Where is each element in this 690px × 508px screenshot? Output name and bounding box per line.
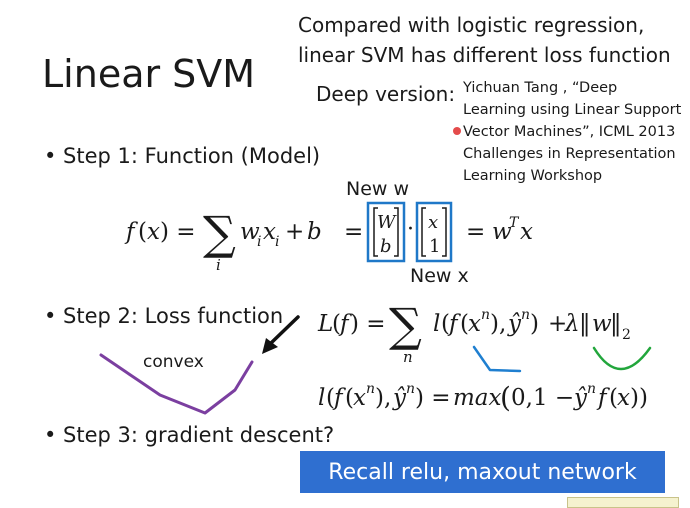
svg-text:(: ( [460, 311, 469, 337]
svg-text:f: f [447, 311, 461, 337]
new-w-box [366, 201, 406, 263]
svg-text:x: x [520, 219, 533, 245]
svg-text:x: x [428, 212, 438, 233]
svg-text:l: l [433, 311, 440, 337]
hinge-underline-mark [472, 345, 522, 373]
svg-text:(: ( [441, 311, 450, 337]
svg-text:(: ( [500, 381, 511, 414]
svg-text:i: i [216, 256, 221, 274]
svg-text:) =: ) = [415, 385, 451, 411]
svg-text:): ) [530, 311, 539, 337]
svg-text:) =: ) = [350, 311, 386, 337]
svg-text:),: ), [490, 311, 506, 337]
svg-text:‖: ‖ [610, 311, 622, 337]
svg-text:W: W [377, 212, 397, 233]
svg-text:ŷ: ŷ [507, 311, 522, 337]
svg-text:x: x [353, 385, 366, 411]
svg-text:i: i [275, 234, 279, 250]
reference-line: Yichuan Tang , “Deep [463, 80, 618, 96]
svg-text:f: f [332, 385, 346, 411]
corner-sticky-note [567, 497, 679, 508]
reference-line: Learning Workshop [463, 168, 603, 184]
svg-text:x: x [468, 311, 481, 337]
svg-text:l: l [318, 385, 325, 411]
vector-w-b: W b [366, 201, 406, 263]
svg-text:w: w [240, 219, 260, 245]
svg-text:x: x [263, 219, 276, 245]
model-formula: f ( x ) = ∑ i w i x i + b = [124, 206, 363, 274]
svg-text:f: f [124, 219, 138, 245]
svg-text:0,1 −: 0,1 − [511, 385, 574, 411]
svg-text:=: = [344, 219, 363, 245]
svg-text:f: f [596, 385, 610, 411]
svg-text:n: n [481, 307, 490, 323]
svg-text:T: T [509, 215, 520, 231]
regularizer-underline-mark [592, 346, 652, 371]
arrow-icon [262, 315, 300, 354]
convex-label: convex [143, 352, 204, 372]
svg-text:∑: ∑ [389, 298, 422, 352]
svg-text:w: w [592, 311, 612, 337]
svg-text:+: + [548, 311, 567, 337]
slide-title: Linear SVM [42, 52, 256, 96]
new-x-box [415, 201, 453, 263]
step-2-text: • Step 2: Loss function [44, 304, 284, 328]
svg-text:(: ( [326, 385, 335, 411]
svg-text:ŷ: ŷ [392, 385, 407, 411]
svg-text:w: w [492, 219, 512, 245]
reference-citation: Yichuan Tang , “Deep Learning using Line… [463, 77, 681, 187]
deep-version-label: Deep version: [316, 82, 456, 106]
svg-text:),: ), [375, 385, 391, 411]
svg-text:+: + [285, 219, 304, 245]
svg-text:=: = [466, 219, 485, 245]
svg-text:(: ( [609, 385, 618, 411]
svg-text:b: b [380, 236, 392, 257]
svg-text:ŷ: ŷ [573, 385, 588, 411]
svg-text:(: ( [332, 311, 341, 337]
recall-relu-maxout-banner: Recall relu, maxout network [300, 451, 665, 493]
svg-text:∑: ∑ [203, 206, 236, 260]
svg-text:n: n [403, 348, 413, 366]
step-3-text: • Step 3: gradient descent? [44, 423, 335, 447]
svg-text:(: ( [138, 219, 147, 245]
comparison-note: Compared with logistic regression, linea… [298, 10, 671, 70]
svg-text:b: b [307, 219, 322, 245]
svg-text:‖: ‖ [579, 311, 591, 337]
new-x-label: New x [410, 265, 469, 287]
reference-line: Vector Machines”, ICML 2013 [463, 124, 676, 140]
vector-x-1: x 1 [415, 201, 453, 263]
new-w-label: New w [346, 178, 410, 200]
svg-text:n: n [587, 381, 596, 397]
laser-pointer-dot [453, 127, 461, 135]
svg-text:n: n [521, 307, 530, 323]
svg-text:x: x [617, 385, 630, 411]
svg-text:L: L [317, 311, 333, 337]
convex-curve [99, 353, 254, 415]
svg-text:)): )) [630, 385, 648, 411]
svg-text:n: n [366, 381, 375, 397]
svg-text:f: f [338, 311, 352, 337]
reference-line: Learning using Linear Support [463, 102, 682, 118]
svg-text:max: max [453, 385, 502, 411]
comparison-line-1: Compared with logistic regression, [298, 13, 645, 37]
comparison-line-2: linear SVM has different loss function [298, 43, 671, 67]
svg-text:(: ( [345, 385, 354, 411]
svg-text:·: · [407, 217, 414, 242]
svg-text:1: 1 [429, 236, 440, 257]
hinge-loss-formula: l ( f ( x n ), ŷ n ) = max ( 0,1 − ŷ n f… [318, 381, 648, 414]
svg-text:2: 2 [622, 327, 631, 343]
svg-text:x: x [147, 219, 160, 245]
reference-line: Challenges in Representation [463, 146, 676, 162]
loss-formula: L ( f ) = ∑ n l ( f ( x n ), ŷ n ) + λ ‖… [317, 298, 631, 366]
svg-text:λ: λ [564, 311, 580, 337]
svg-text:n: n [406, 381, 415, 397]
svg-text:) =: ) = [160, 219, 196, 245]
svg-text:i: i [257, 234, 261, 250]
step-1-text: • Step 1: Function (Model) [44, 144, 321, 168]
